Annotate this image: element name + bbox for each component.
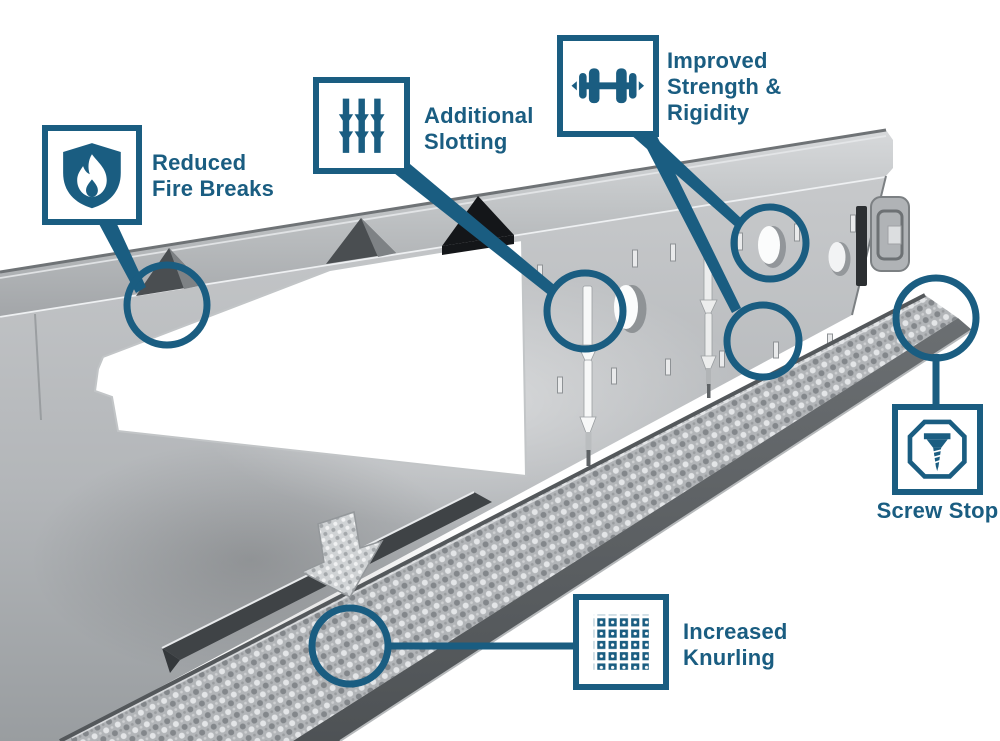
screw-stop-callout-box bbox=[892, 404, 983, 495]
knurling-leader-line bbox=[386, 642, 576, 650]
strength-label-line: Rigidity bbox=[667, 100, 750, 125]
strength-callout-box bbox=[557, 35, 659, 137]
web-cutout bbox=[93, 238, 528, 478]
screw-stop-label-line: Screw Stop bbox=[876, 498, 999, 523]
screw-stop-leader-line bbox=[932, 354, 940, 406]
fire-leader-line bbox=[98, 222, 146, 293]
callout-leaders bbox=[98, 127, 940, 650]
slotting-label: Additional Slotting bbox=[424, 103, 534, 155]
strength-callout-circle-2 bbox=[723, 301, 803, 381]
fire-label-line: Reduced bbox=[152, 150, 247, 175]
fire-callout-box bbox=[42, 125, 142, 225]
slotting-leader-line bbox=[394, 164, 558, 296]
knurling-label-line: Knurling bbox=[683, 645, 776, 670]
knurled-arrow-tab bbox=[300, 511, 384, 598]
callout-circles bbox=[123, 203, 980, 688]
slotting-callout-box bbox=[313, 77, 410, 174]
strength-label-line: Strength & bbox=[667, 74, 782, 99]
screw-stop-callout-circle bbox=[892, 274, 980, 362]
slotting-label-line: Additional bbox=[424, 103, 534, 128]
dumbbell-icon bbox=[571, 68, 645, 104]
knurling-label-line: Increased bbox=[683, 619, 788, 644]
slotting-label-line: Slotting bbox=[424, 129, 508, 154]
slotting-callout-circle bbox=[543, 269, 627, 353]
strength-label: Improved Strength & Rigidity bbox=[667, 48, 781, 126]
strength-callout-circle-1 bbox=[730, 203, 810, 283]
fire-label: Reduced Fire Breaks bbox=[152, 150, 274, 202]
screw-stop-tab bbox=[851, 175, 910, 316]
knurling-callout-box bbox=[573, 594, 669, 690]
knurling-label: Increased Knurling bbox=[683, 619, 788, 671]
slots-icon bbox=[338, 98, 385, 153]
screw-stop-icon bbox=[907, 419, 968, 480]
knurling-callout-circle bbox=[308, 604, 392, 688]
screw-stop-label: Screw Stop bbox=[856, 498, 1000, 524]
strength-leader-line-2 bbox=[642, 132, 741, 313]
fire-label-line: Fire Breaks bbox=[152, 176, 275, 201]
fire-callout-circle bbox=[123, 261, 211, 349]
knurl-grid-icon bbox=[593, 614, 649, 670]
flame-shield-icon bbox=[63, 143, 121, 209]
strength-label-line: Improved bbox=[667, 48, 768, 73]
